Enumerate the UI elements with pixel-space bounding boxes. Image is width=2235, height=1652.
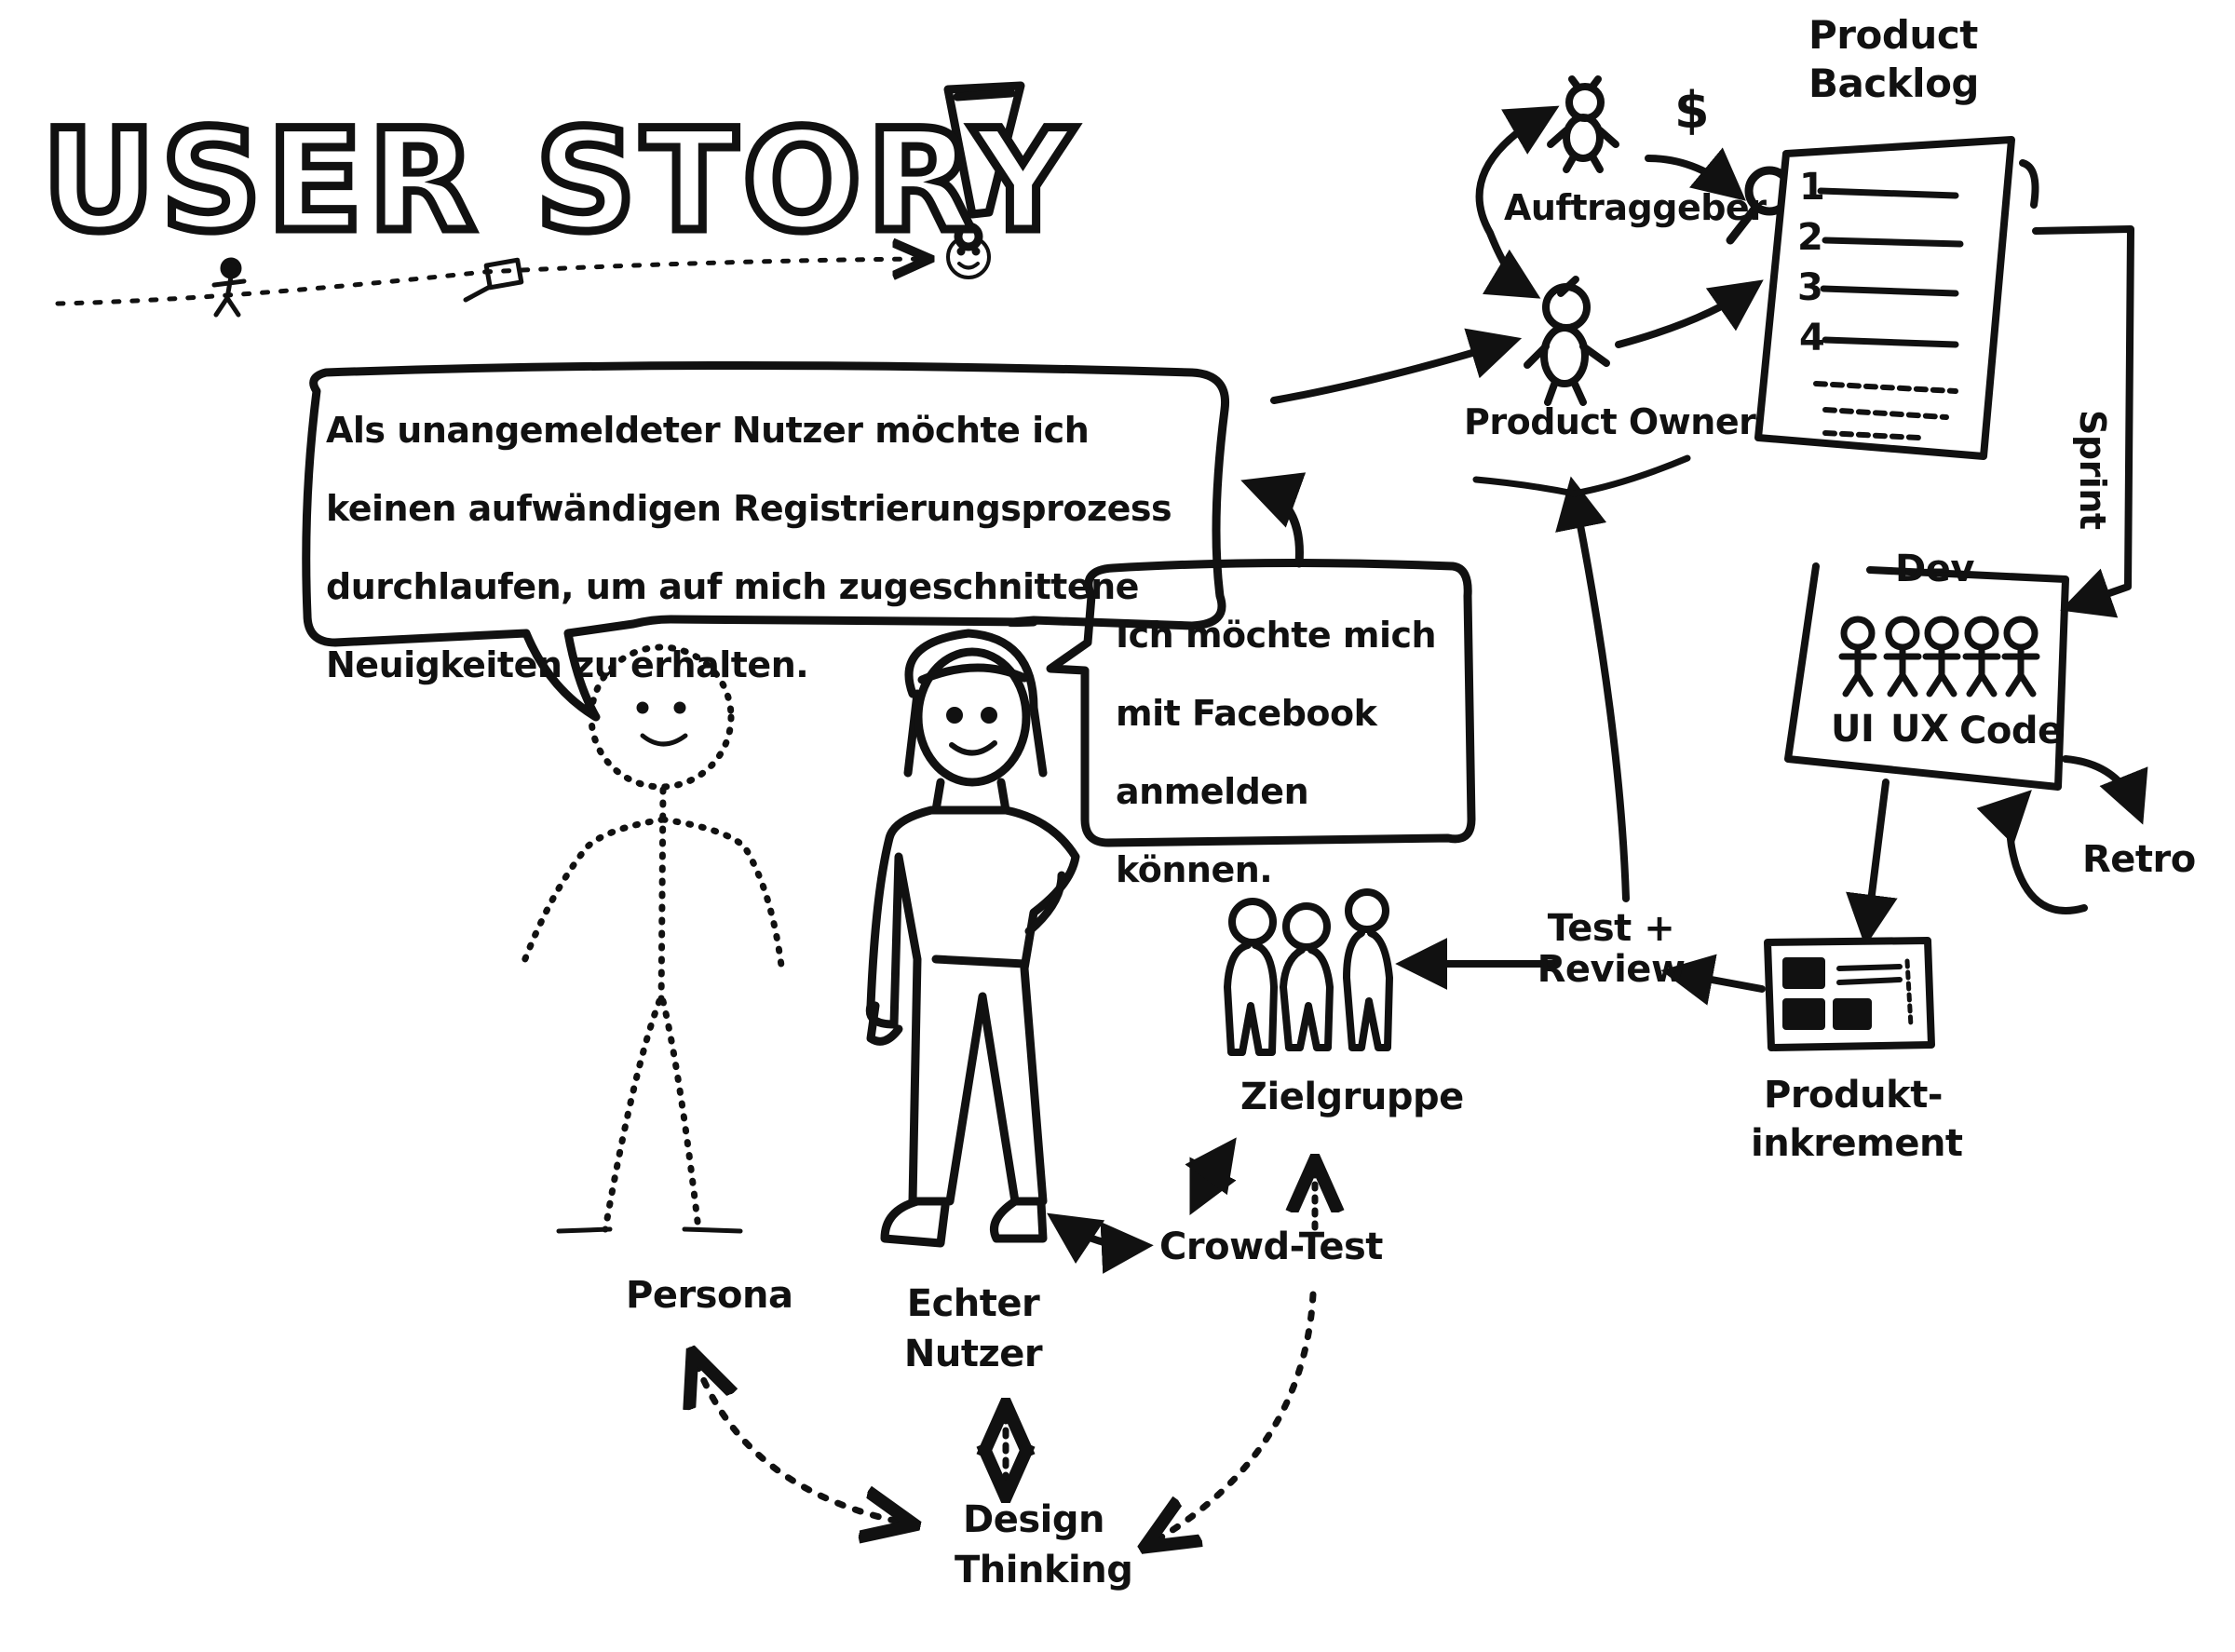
label-dev: Dev bbox=[1895, 548, 1974, 590]
auftraggeber-figure bbox=[1547, 75, 1619, 173]
dev-team-figures bbox=[1838, 616, 2040, 697]
label-test-review: Test + Review bbox=[1537, 907, 1686, 991]
journey-dotted-line bbox=[55, 259, 922, 306]
backlog-item-number: 2 bbox=[1797, 216, 1823, 259]
test-owner-arrow bbox=[1555, 476, 1630, 902]
backlog-item-number: 1 bbox=[1799, 166, 1825, 209]
bubble-link-arrow bbox=[1240, 472, 1307, 568]
retro-arrow-in bbox=[1976, 790, 2088, 914]
persona-design-arrow bbox=[697, 1363, 903, 1523]
product-owner-figure bbox=[1524, 276, 1610, 406]
produkt-inkrement-screen bbox=[1764, 937, 1935, 1051]
label-product-owner: Product Owner bbox=[1464, 401, 1756, 442]
label-persona: Persona bbox=[626, 1274, 793, 1317]
label-echter-nutzer: Echter Nutzer bbox=[903, 1282, 1043, 1375]
auftraggeber-backlog-arrow bbox=[1645, 147, 1746, 201]
journey-screen-icon bbox=[463, 257, 524, 303]
crowd-design-arrow bbox=[1155, 1291, 1317, 1541]
label-dollar: $ bbox=[1674, 81, 1710, 140]
label-ux: UX bbox=[1890, 708, 1949, 751]
nutzer-crowd-arrow bbox=[1047, 1212, 1154, 1274]
label-code: Code bbox=[1959, 710, 2063, 752]
label-zielgruppe: Zielgruppe bbox=[1240, 1076, 1464, 1118]
crowd-zielgruppe-arrow bbox=[1185, 1137, 1237, 1216]
backlog-item-number: 4 bbox=[1799, 317, 1825, 359]
label-produkt-inkrement: Produkt- inkrement bbox=[1751, 1074, 1963, 1165]
label-retro: Retro bbox=[2082, 838, 2196, 881]
dev-inkrement-arrow bbox=[1846, 779, 1898, 947]
user-speech-bubble bbox=[1046, 558, 1476, 847]
main-speech-bubble bbox=[302, 361, 1230, 722]
bubble-owner-arrow bbox=[1270, 328, 1523, 404]
label-design-thinking: Design Thinking bbox=[955, 1498, 1133, 1591]
product-owner-arms bbox=[1472, 454, 1691, 497]
user-bubble-text: Ich möchte mich mit Facebook anmelden kö… bbox=[1116, 615, 1437, 890]
label-sprint: Sprint bbox=[2072, 410, 2113, 530]
owner-backlog-arrow bbox=[1615, 279, 1764, 348]
label-ui: UI bbox=[1831, 708, 1875, 751]
inkrement-test-arrow bbox=[1660, 954, 1766, 1006]
label-auftraggeber: Auftraggeber bbox=[1504, 187, 1767, 228]
echter-nutzer-figure bbox=[865, 629, 1080, 1248]
retro-arrow-out bbox=[2062, 755, 2148, 825]
zielgruppe-figures bbox=[1224, 888, 1393, 1056]
label-crowd-test: Crowd-Test bbox=[1159, 1225, 1383, 1268]
sprint-arrow bbox=[2032, 225, 2134, 618]
main-bubble-text: Als unangemeldeter Nutzer möchte ich kei… bbox=[326, 410, 1172, 685]
page-title: USER STORY bbox=[38, 101, 1079, 263]
product-backlog-sheet bbox=[1754, 136, 2039, 460]
dev-box bbox=[1784, 562, 2069, 791]
journey-figure-icon bbox=[211, 257, 247, 318]
label-product-backlog: Product Backlog bbox=[1808, 12, 1980, 106]
auftraggeber-owner-arrow bbox=[1475, 105, 1560, 299]
persona-figure bbox=[518, 643, 786, 1233]
exclamation-mark-icon bbox=[943, 81, 1025, 251]
backlog-item-number: 3 bbox=[1797, 266, 1823, 309]
persona-face bbox=[556, 701, 743, 1234]
